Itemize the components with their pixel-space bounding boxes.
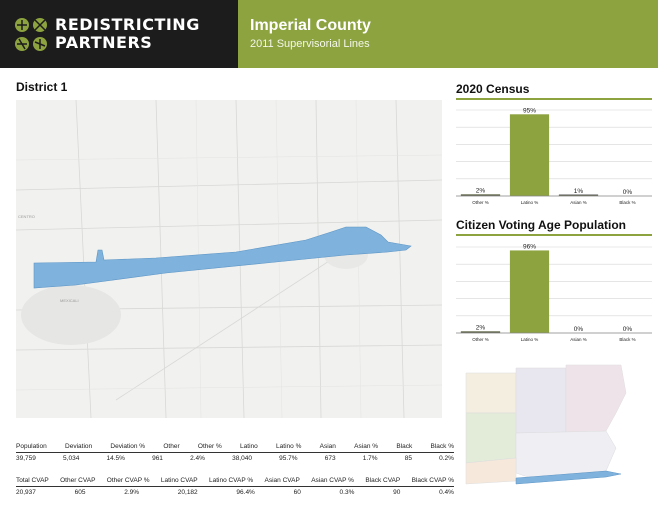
census-chart-title: 2020 Census (456, 82, 530, 96)
stats-header-cell: Population (16, 443, 47, 450)
stats-header-cell: Asian CVAP (264, 477, 300, 484)
chart-bar (509, 114, 550, 196)
stats-header-cell: Other (163, 443, 180, 450)
population-stats-values: 39,759 5,034 14.5% 961 2.4% 38,040 95.7% 673 1.7… (16, 452, 454, 462)
stats-value-cell: 0.4% (439, 489, 454, 496)
stats-header-cell: Black CVAP (365, 477, 401, 484)
population-stats-header: Population Deviation Deviation % Other Other… (16, 443, 454, 452)
cvap-bar-chart: 2% Other % 96% Latino % 0% Asian % 0% Black % (456, 243, 652, 342)
chart-bar (509, 250, 550, 333)
brand-line-1: REDISTRICTING (55, 15, 200, 34)
district-title: District 1 (16, 80, 68, 94)
stats-header-cell: Black (396, 443, 413, 450)
stats-header-cell: Total CVAP (16, 477, 49, 484)
stats-value-cell: 39,759 (16, 455, 36, 462)
stats-value-cell: 14.5% (106, 455, 125, 462)
stats-value-cell: 90 (393, 489, 401, 496)
stats-value-cell: 2.4% (190, 455, 205, 462)
stats-header-cell: Latino CVAP % (208, 477, 254, 484)
stats-header-cell: Deviation % (110, 443, 146, 450)
map-label-mexicali: MEXICALI (60, 298, 79, 303)
chart-category-label: Other % (472, 200, 489, 205)
county-inset-map[interactable] (456, 353, 652, 493)
stats-value-cell: 605 (74, 489, 86, 496)
chart-value-label: 0% (623, 189, 633, 196)
chart-category-label: Asian % (570, 200, 587, 205)
stats-header-cell: Black CVAP % (411, 477, 454, 484)
cvap-stats-table: Total CVAP Other CVAP Other CVAP % Latino C… (16, 477, 454, 496)
chart-value-label: 2% (476, 324, 486, 331)
chart-value-label: 95% (523, 107, 536, 114)
inset-district-1-shape (515, 470, 622, 485)
stats-value-cell: 673 (324, 455, 336, 462)
stats-value-cell: 0.3% (339, 489, 355, 496)
stats-header-cell: Asian CVAP % (311, 477, 354, 484)
stats-value-cell: 38,040 (232, 455, 252, 462)
stats-value-cell: 60 (293, 489, 301, 496)
stats-header-cell: Other CVAP % (106, 477, 150, 484)
stats-header-cell: Asian (319, 443, 336, 450)
chart-value-label: 0% (623, 326, 633, 333)
district-map[interactable]: MEXICALI CENTRO (16, 100, 442, 418)
stats-header-cell: Deviation (65, 443, 93, 450)
brand-block: REDISTRICTING PARTNERS (0, 0, 238, 68)
stats-value-cell: 85 (404, 455, 412, 462)
stats-value-cell: 20,937 (16, 489, 36, 496)
chart-category-label: Asian % (570, 337, 587, 342)
chart-category-label: Latino % (521, 337, 539, 342)
chart-category-label: Black % (619, 200, 635, 205)
cvap-chart-rule (456, 234, 652, 236)
stats-header-cell: Latino % (276, 443, 302, 450)
chart-category-label: Black % (619, 337, 635, 342)
chart-bar (558, 195, 599, 196)
district-1-shape (33, 226, 412, 289)
page-header: REDISTRICTING PARTNERS Imperial County 2… (0, 0, 658, 68)
stats-value-cell: 2.9% (124, 489, 140, 496)
stats-header-cell: Latino CVAP (160, 477, 198, 484)
stats-header-cell: Black % (430, 443, 454, 450)
chart-category-label: Latino % (521, 200, 539, 205)
stats-value-cell: 1.7% (362, 455, 378, 462)
stats-header-cell: Other % (197, 443, 222, 450)
stats-header-cell: Asian % (354, 443, 379, 450)
cvap-stats-header: Total CVAP Other CVAP Other CVAP % Latino C… (16, 477, 454, 486)
chart-value-label: 2% (476, 187, 486, 194)
population-stats-table: Population Deviation Deviation % Other Other… (16, 443, 454, 462)
stats-value-cell: 961 (152, 455, 163, 462)
stats-header-cell: Other CVAP (60, 477, 96, 484)
census-chart-rule (456, 98, 652, 100)
page-subtitle: 2011 Supervisorial Lines (250, 38, 370, 50)
stats-value-cell: 0.2% (439, 455, 454, 462)
brand-name: REDISTRICTING PARTNERS (55, 16, 200, 52)
page-title: Imperial County (250, 17, 371, 34)
chart-category-label: Other % (472, 337, 489, 342)
map-canvas (16, 100, 442, 418)
brand-line-2: PARTNERS (55, 33, 153, 52)
cvap-stats-values: 20,937 605 2.9% 20,182 96.4% 60 0.3% 90 0.4% (16, 486, 454, 496)
chart-value-label: 0% (574, 326, 584, 333)
stats-value-cell: 95.7% (279, 455, 298, 462)
stats-header-cell: Latino (240, 443, 258, 450)
map-label-centro: CENTRO (18, 214, 35, 219)
chart-value-label: 1% (574, 188, 584, 195)
stats-value-cell: 20,182 (177, 489, 198, 496)
stats-value-cell: 96.4% (236, 489, 255, 496)
stats-value-cell: 5,034 (63, 455, 80, 462)
chart-value-label: 96% (523, 243, 536, 250)
title-block: Imperial County 2011 Supervisorial Lines (238, 0, 658, 68)
census-bar-chart: 2% Other % 95% Latino % 1% Asian % 0% Black % (456, 107, 652, 205)
cvap-chart-title: Citizen Voting Age Population (456, 218, 626, 232)
brand-logo-icon (15, 18, 47, 51)
